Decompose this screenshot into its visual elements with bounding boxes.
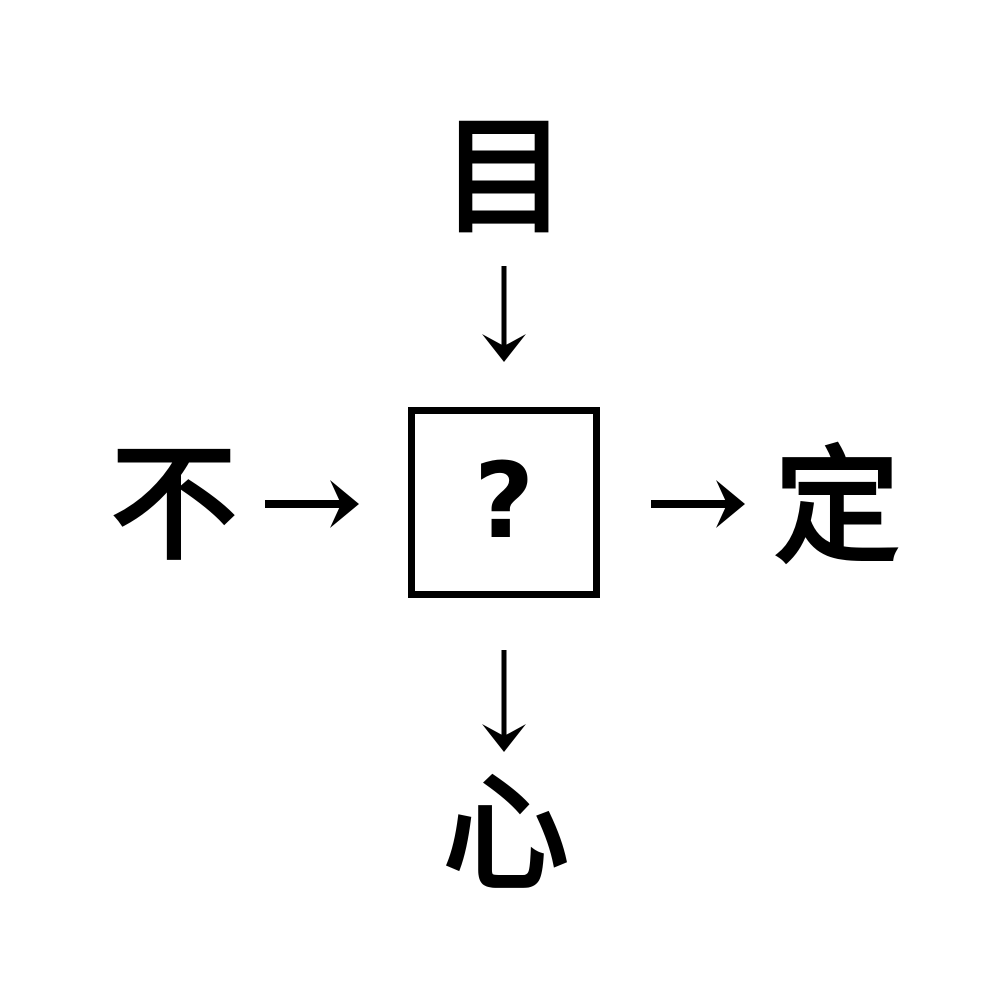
prompt-character-top: 目	[441, 104, 567, 251]
arrow-down-icon-bottom	[474, 650, 534, 754]
answer-box[interactable]: ?	[408, 407, 600, 598]
arrow-right-icon-left	[262, 472, 362, 536]
prompt-character-left: 不	[111, 431, 237, 578]
arrow-down-icon-top	[474, 266, 534, 364]
prompt-character-bottom: 心	[443, 761, 569, 908]
prompt-character-right: 定	[774, 434, 900, 581]
question-mark-label: ?	[473, 439, 535, 562]
arrow-right-icon-right	[648, 472, 748, 536]
